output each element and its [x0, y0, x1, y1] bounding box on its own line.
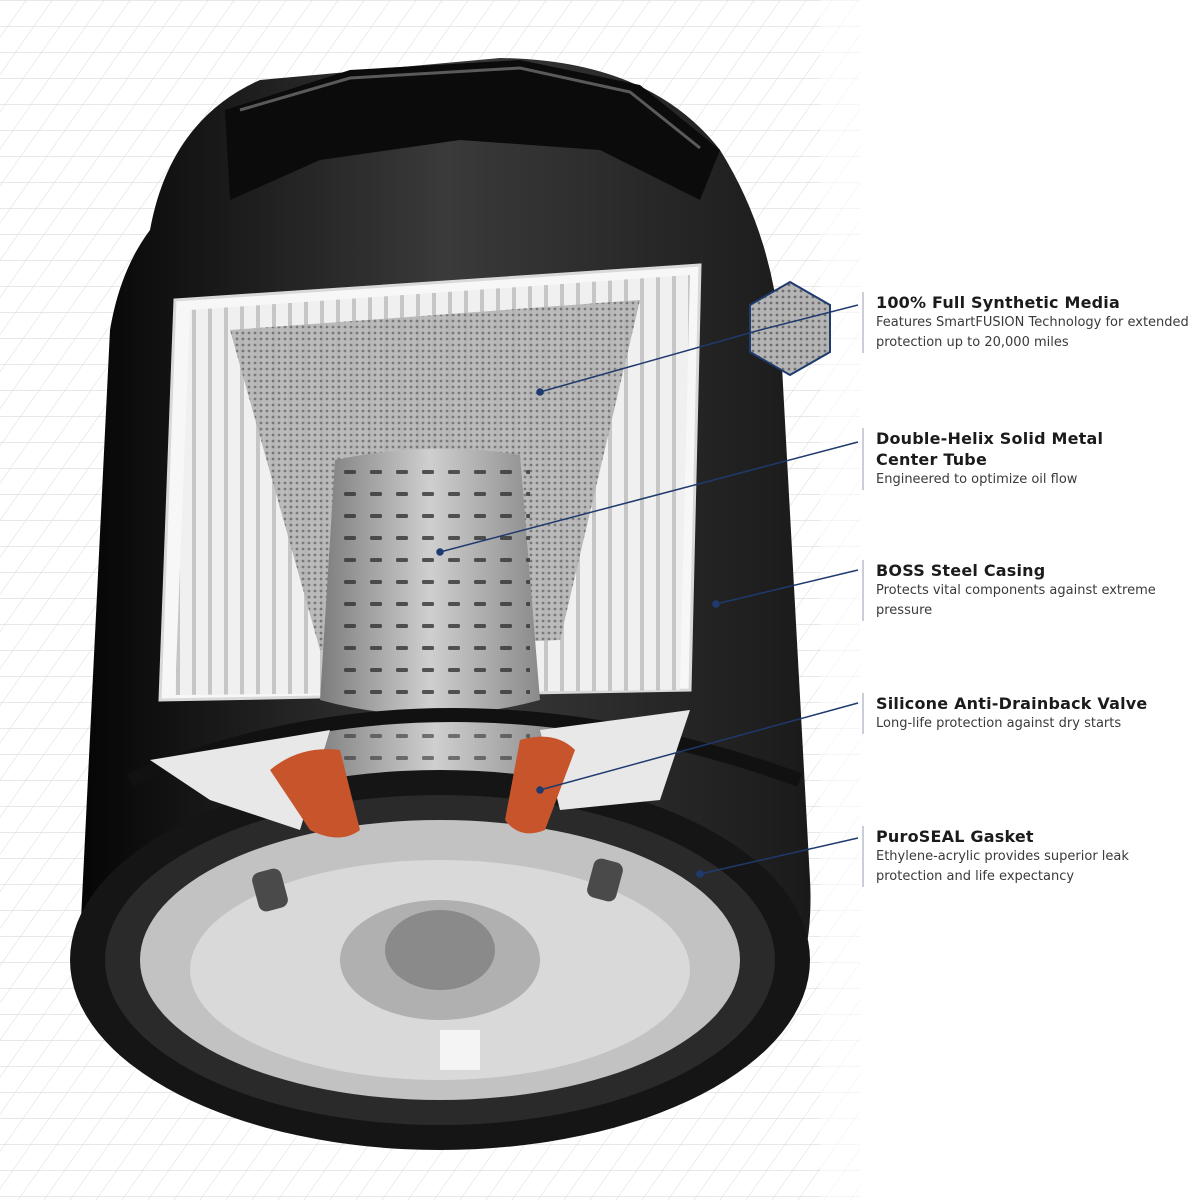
callout-title: Double-Helix Solid Metal Center Tube	[876, 429, 1104, 469]
leader-lines	[436, 304, 859, 878]
leader-line-media	[539, 304, 859, 393]
callout-description: Engineered to optimize oil flow	[876, 472, 1078, 487]
callout-center-tube: Double-Helix Solid Metal Center Tube Eng…	[862, 428, 1200, 490]
leader-line-valve	[539, 702, 859, 791]
callout-title: BOSS Steel Casing	[876, 561, 1046, 580]
callout-title: PuroSEAL Gasket	[876, 827, 1034, 846]
base-plate	[70, 770, 810, 1150]
leader-line-gasket	[699, 837, 859, 875]
callout-description: Ethylene-acrylic provides superior leak …	[876, 849, 1129, 884]
callout-steel-casing: BOSS Steel Casing Protects vital compone…	[862, 560, 1200, 621]
media-hexagon-icon	[749, 280, 831, 377]
callout-title: Silicone Anti-Drainback Valve	[876, 694, 1148, 713]
callout-title: 100% Full Synthetic Media	[876, 293, 1120, 312]
callout-synthetic-media: 100% Full Synthetic Media Features Smart…	[862, 292, 1200, 353]
leader-line-center-tube	[439, 441, 859, 553]
callout-drainback-valve: Silicone Anti-Drainback Valve Long-life …	[862, 693, 1200, 734]
puroseal-gasket	[127, 708, 803, 787]
callout-description: Long-life protection against dry starts	[876, 716, 1122, 731]
anti-drainback-valve	[270, 736, 575, 838]
callout-gasket: PuroSEAL Gasket Ethylene-acrylic provide…	[862, 826, 1200, 887]
callout-description: Features SmartFUSION Technology for exte…	[876, 315, 1189, 350]
leader-line-casing	[715, 569, 859, 605]
callout-description: Protects vital components against extrem…	[876, 583, 1156, 618]
